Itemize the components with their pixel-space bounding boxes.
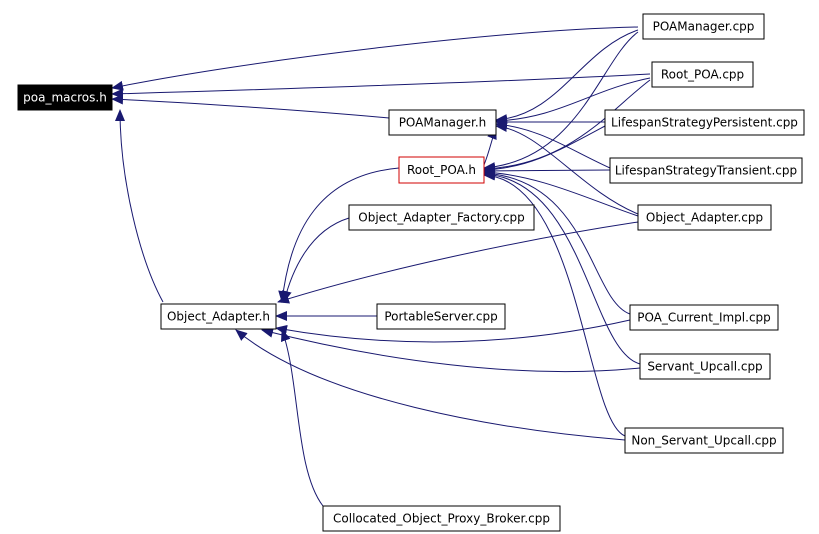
edge-non-servant-upcall-to-object-adapter-h	[235, 329, 626, 441]
edge-non-servant-upcall-to-root-poa-h	[483, 170, 626, 437]
edge-lifespan-transient-to-poamanager-h	[495, 120, 611, 169]
node-poamanager-cpp-box	[642, 13, 765, 40]
edge-object-adapter-cpp-to-object-adapter-h	[277, 221, 639, 304]
edge-collocated-broker-to-object-adapter-h	[281, 329, 324, 507]
node-lifespan-transient-cpp-box	[609, 157, 803, 184]
node-poa-macros-h[interactable]: poa_macros.h	[17, 84, 113, 111]
node-lifespan-persistent-cpp-label: LifespanStrategyPersistent.cpp	[611, 116, 798, 130]
edge-poamanager-cpp-to-poa-macros	[111, 26, 639, 91]
edge-servant-upcall-to-object-adapter-h	[261, 327, 641, 373]
node-poamanager-h-label: POAManager.h	[399, 116, 487, 130]
node-root-poa-h-label: Root_POA.h	[407, 163, 476, 177]
edge-poamanager-h-to-poa-macros	[111, 94, 390, 119]
node-object-adapter-h-box	[160, 303, 277, 330]
node-lifespan-persistent-cpp[interactable]: LifespanStrategyPersistent.cpp	[604, 109, 805, 136]
edge-object-adapter-factory-to-object-adapter-h	[281, 217, 350, 303]
node-portableserver-cpp[interactable]: PortableServer.cpp	[376, 303, 506, 330]
node-non-servant-upcall-cpp-label: Non_Servant_Upcall.cpp	[631, 434, 776, 448]
node-collocated-object-proxy-broker-cpp-box	[322, 505, 561, 532]
node-servant-upcall-cpp[interactable]: Servant_Upcall.cpp	[639, 353, 771, 380]
node-collocated-object-proxy-broker-cpp[interactable]: Collocated_Object_Proxy_Broker.cpp	[322, 505, 561, 532]
edge-object-adapter-h-to-poa-macros	[115, 109, 164, 303]
node-root-poa-h[interactable]: Root_POA.h	[398, 156, 485, 184]
node-servant-upcall-cpp-label: Servant_Upcall.cpp	[647, 360, 762, 374]
node-object-adapter-h[interactable]: Object_Adapter.h	[160, 303, 277, 330]
edge-lifespan-transient-to-root-poa-h	[483, 165, 611, 176]
node-poamanager-h[interactable]: POAManager.h	[388, 109, 497, 136]
node-lifespan-transient-cpp-label: LifespanStrategyTransient.cpp	[615, 164, 797, 178]
node-object-adapter-h-label: Object_Adapter.h	[167, 310, 270, 324]
node-portableserver-cpp-label: PortableServer.cpp	[384, 310, 497, 324]
node-poa-current-impl-cpp-label: POA_Current_Impl.cpp	[637, 311, 771, 325]
edge-lifespan-persistent-to-root-poa-h	[483, 125, 606, 175]
node-non-servant-upcall-cpp[interactable]: Non_Servant_Upcall.cpp	[624, 427, 784, 454]
edge-poa-current-impl-to-object-adapter-h	[275, 319, 631, 343]
node-portableserver-cpp-box	[376, 303, 506, 330]
edge-root-poa-cpp-to-poamanager-h	[495, 77, 651, 126]
edge-object-adapter-cpp-to-poamanager-h	[495, 122, 639, 215]
node-servant-upcall-cpp-box	[639, 353, 771, 380]
nodes: poa_macros.h POAManager.h Root_POA.h Obj…	[17, 13, 805, 532]
edges	[111, 26, 651, 507]
node-poa-current-impl-cpp-box	[629, 304, 779, 331]
node-root-poa-cpp-label: Root_POA.cpp	[661, 68, 744, 82]
edge-poamanager-cpp-to-poamanager-h	[495, 29, 639, 125]
node-object-adapter-factory-cpp-box	[348, 204, 535, 231]
node-lifespan-persistent-cpp-box	[604, 109, 805, 136]
node-object-adapter-cpp-label: Object_Adapter.cpp	[646, 211, 763, 225]
node-lifespan-transient-cpp[interactable]: LifespanStrategyTransient.cpp	[609, 157, 803, 184]
edge-poa-current-impl-to-root-poa-h	[483, 168, 631, 315]
edge-root-poa-cpp-to-root-poa-h	[483, 79, 651, 174]
edge-object-adapter-cpp-to-root-poa-h	[483, 167, 639, 217]
node-object-adapter-factory-cpp[interactable]: Object_Adapter_Factory.cpp	[348, 204, 535, 231]
node-object-adapter-factory-cpp-label: Object_Adapter_Factory.cpp	[358, 211, 524, 225]
node-poamanager-cpp[interactable]: POAManager.cpp	[642, 13, 765, 40]
node-poa-macros-h-label: poa_macros.h	[23, 91, 107, 105]
edge-poamanager-cpp-to-root-poa-h	[483, 31, 639, 173]
node-root-poa-cpp-box	[651, 61, 754, 88]
node-root-poa-cpp[interactable]: Root_POA.cpp	[651, 61, 754, 88]
node-object-adapter-cpp-box	[637, 204, 772, 231]
node-poamanager-h-box	[388, 109, 497, 136]
edge-servant-upcall-to-root-poa-h	[483, 169, 641, 365]
node-poa-current-impl-cpp[interactable]: POA_Current_Impl.cpp	[629, 304, 779, 331]
node-non-servant-upcall-cpp-box	[624, 427, 784, 454]
node-collocated-object-proxy-broker-cpp-label: Collocated_Object_Proxy_Broker.cpp	[333, 512, 550, 526]
edge-root-poa-cpp-to-poa-macros	[111, 73, 651, 99]
node-poa-macros-h-box	[17, 84, 113, 111]
node-root-poa-h-box	[398, 156, 485, 184]
edge-root-poa-h-to-object-adapter-h	[278, 167, 400, 303]
node-object-adapter-cpp[interactable]: Object_Adapter.cpp	[637, 204, 772, 231]
node-poamanager-cpp-label: POAManager.cpp	[653, 20, 755, 34]
